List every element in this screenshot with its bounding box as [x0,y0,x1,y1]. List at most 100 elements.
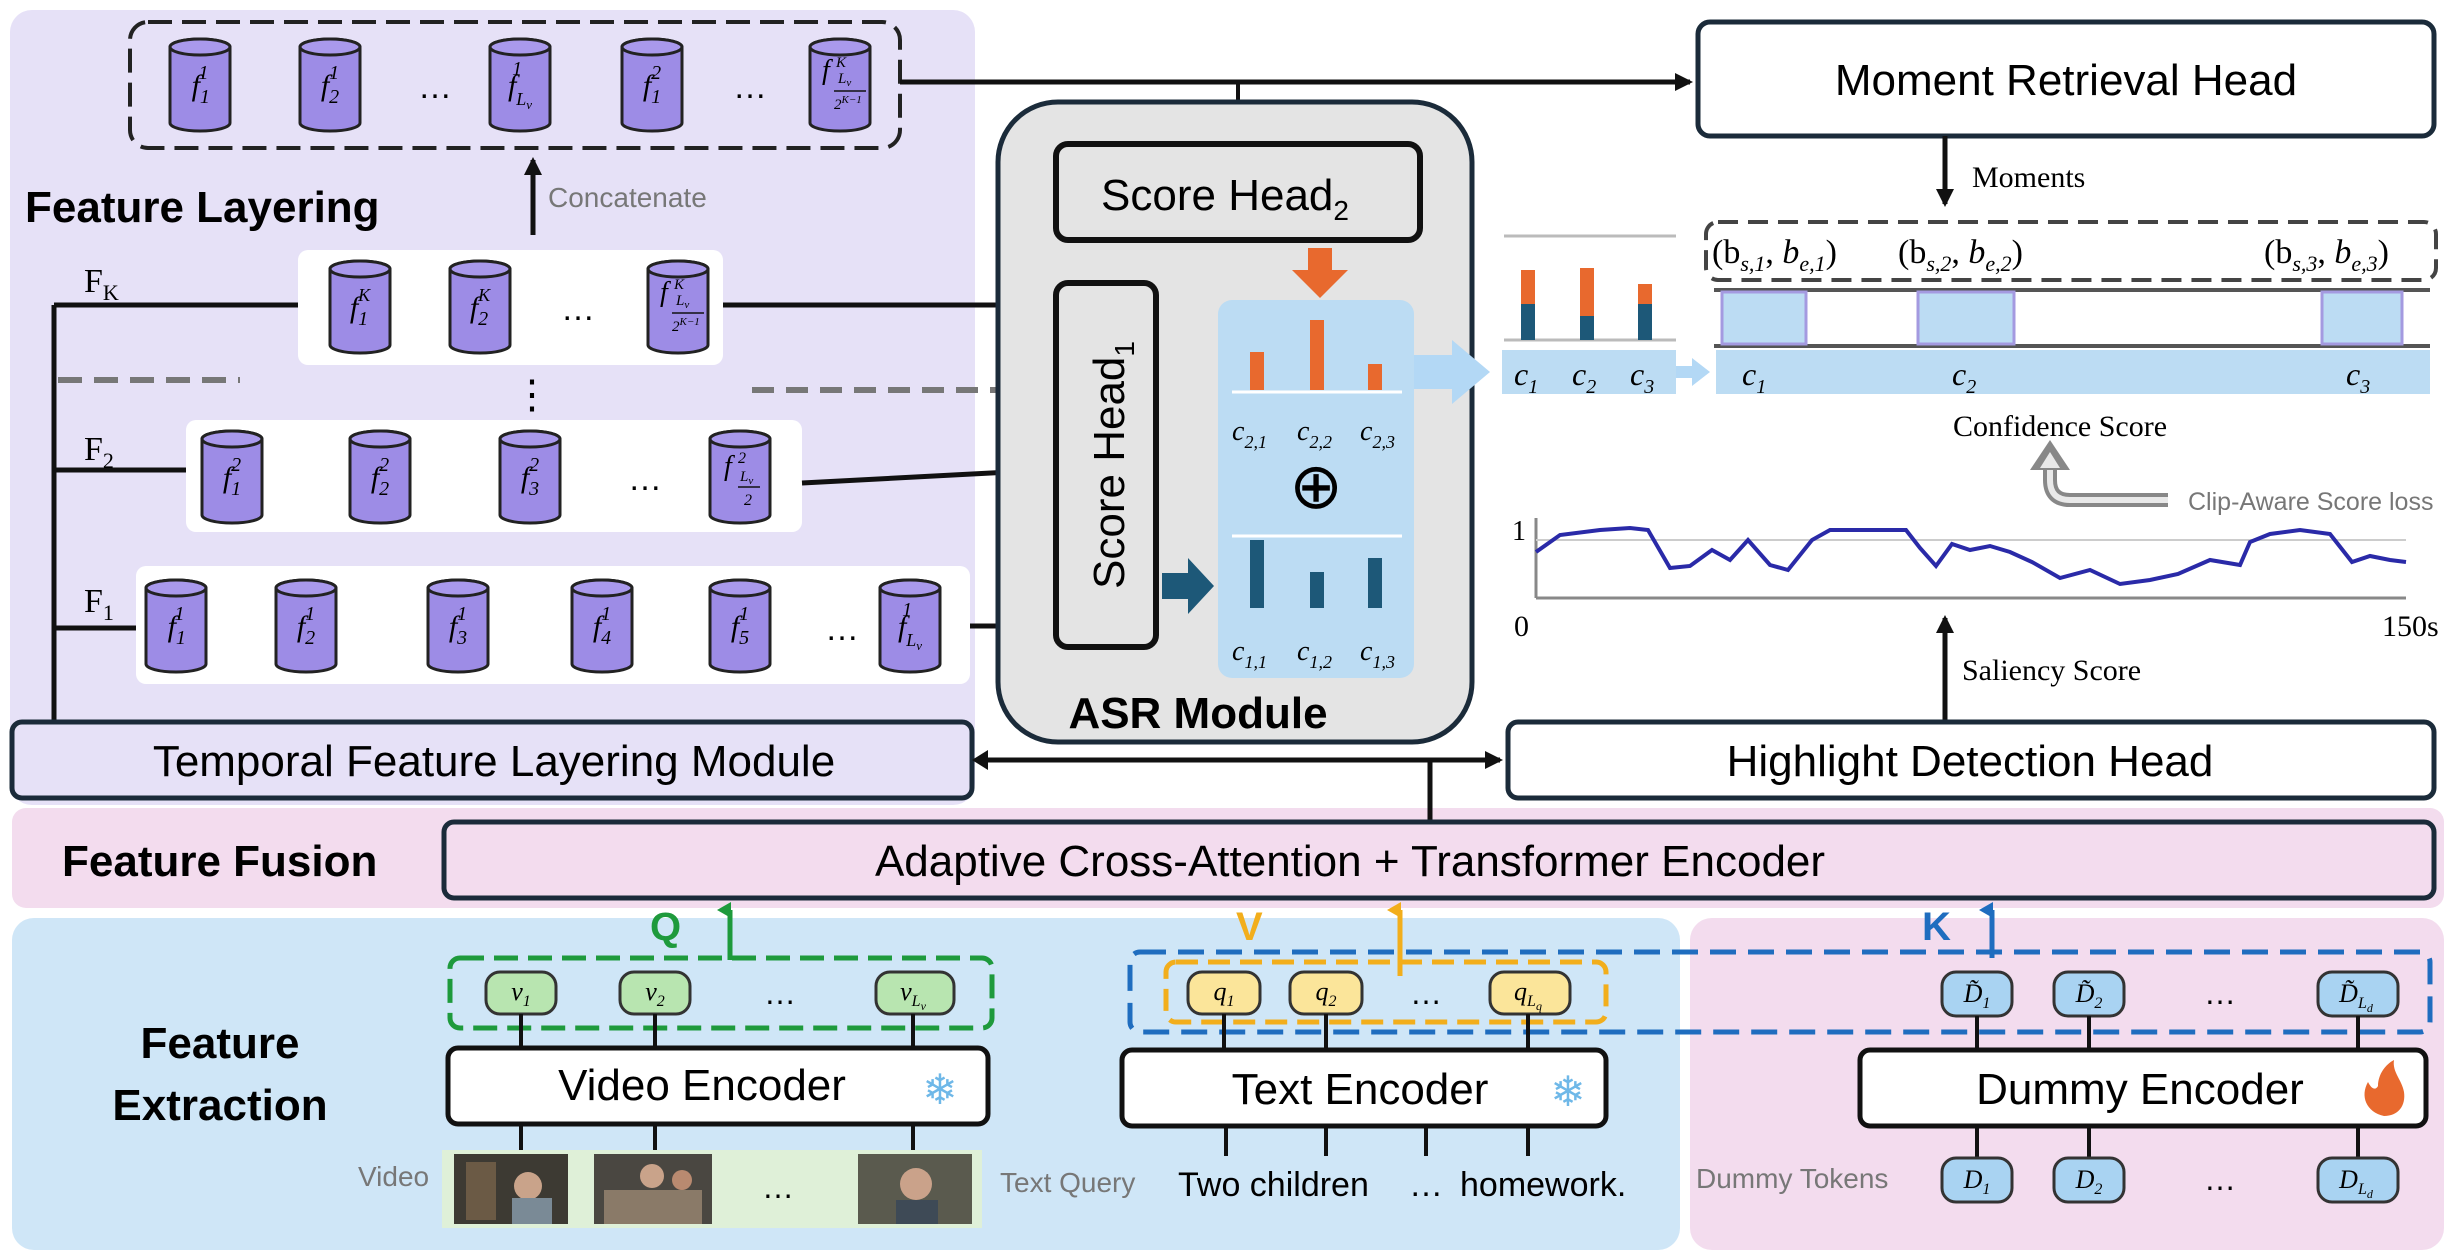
score-head-1 [1053,280,1159,650]
mini-bars [1521,268,1652,340]
dummy-encoder [1857,1047,2429,1129]
f1-token-6: fLv1 [878,578,942,674]
f1-token-1: f11 [144,578,208,674]
text-encoder-label: Text Encoder [1232,1065,1489,1114]
mini-to-strip-arrow [1676,358,1710,386]
moments-label: Moments [1972,161,2085,194]
dummy-encoder-label: Dummy Encoder [1976,1065,2304,1114]
temporal-label: Temporal Feature Layering Module [153,737,835,786]
highlight-label: Highlight Detection Head [1727,737,2214,786]
span-1: (bs,1, be,1) [1712,234,1837,276]
confidence-strip [1716,350,2430,394]
text-frozen-icon: ❄ [1550,1068,1585,1115]
svg-text:f: f [724,451,735,482]
text-query-label: Text Query [1000,1167,1135,1198]
mini-c2-navy [1580,316,1594,340]
moment-segment-3 [2320,290,2404,346]
score-head-2-label: Score Head2 [1101,171,1349,226]
dummy-input-n [2316,1156,2400,1204]
svg-text:2: 2 [744,492,752,509]
f2-token-2: f22 [348,429,412,525]
fk-token-1: f1K [328,259,392,355]
c12-bar [1310,572,1324,608]
video-encoder [445,1045,991,1127]
feature-extraction-title-1: Feature [141,1019,300,1068]
mini-c3-orange [1638,284,1652,304]
svg-text:f2K: f2K [470,285,491,330]
svg-text:2: 2 [738,450,746,467]
video-frame-1 [454,1154,568,1224]
fusion-label: Adaptive Cross-Attention + Transformer E… [875,837,1825,886]
mini-c1-navy [1521,304,1535,340]
timeline-bar [1714,290,2430,346]
moment-segment-1 [1720,290,1808,346]
video-encoder-label: Video Encoder [558,1061,846,1110]
concat-ellipsis-1: … [418,68,452,106]
text-token-ellipsis: … [1410,975,1442,1011]
mini-confidence-strip [1502,350,1676,394]
feature-fusion-title: Feature Fusion [62,837,377,886]
f2-token-1: f12 [200,429,264,525]
concat-token-4: f12 [620,37,684,133]
fk-ellipsis: … [561,290,595,328]
f1-token-2: f21 [274,578,338,674]
concatenate-label: Concatenate [548,182,707,213]
c1-bars [1250,540,1382,608]
concat-ellipsis-2: … [733,68,767,106]
svg-text:f: f [822,55,833,86]
f1-token-4: f41 [570,578,634,674]
score-head-2 [1053,141,1423,243]
f1-token-5: f51 [708,578,772,674]
query-ellipsis: … [1409,1166,1443,1204]
concat-token-1: f11 [168,37,232,133]
text-encoder [1119,1047,1609,1129]
query-word-1: Two children [1178,1166,1369,1204]
concat-token-box [128,20,902,150]
confidence-score-label: Confidence Score [1953,410,2167,443]
f2-label: F2 [84,431,114,473]
layer-vdots: ⋮ [512,373,552,417]
saliency-y-one: 1 [1512,516,1526,547]
row-f2-box [186,420,802,532]
f1-label: F1 [84,583,114,625]
mini-c1-orange [1521,270,1535,304]
feature-extraction-title-2: Extraction [112,1081,327,1130]
k-label: K [1922,905,1951,949]
svg-text:f1K: f1K [350,285,371,330]
video-frame-n [858,1154,972,1224]
video-frame-2 [594,1154,712,1224]
c23-bar [1368,364,1382,390]
asr-output-arrow [1414,340,1490,404]
fk-token-2: f2K [448,259,512,355]
score-panel [1218,300,1414,678]
video-input-label: Video [358,1161,429,1192]
span-2: (bs,2, be,2) [1898,234,2023,276]
dummy-input-1 [1940,1156,2014,1204]
c21-bar [1250,352,1264,390]
saliency-axis-start: 0 [1514,610,1529,643]
video-frame-ellipsis: … [762,1169,794,1205]
saliency-axis-end: 150s [2382,610,2439,643]
f1-ellipsis: … [825,610,859,648]
mini-c2-orange [1580,268,1594,316]
c13-bar [1368,558,1382,608]
svg-text:f: f [660,277,671,308]
moment-retrieval-label: Moment Retrieval Head [1835,56,2297,105]
concat-token-2: f21 [298,37,362,133]
video-token-ellipsis: … [764,975,796,1011]
span-3: (bs,3, be,3) [2264,234,2389,276]
fk-label: FK [84,263,119,305]
f2-token-4: f 2 Lv 2 [708,429,772,525]
oplus-symbol: ⊕ [1289,450,1343,522]
c2-bars [1250,320,1382,390]
video-frozen-icon: ❄ [922,1066,957,1113]
score-head-1-label: Score Head1 [1085,341,1140,589]
f2-token-3: f32 [498,429,562,525]
orange-down-arrow [1292,248,1348,298]
moment-segment-2 [1916,290,2016,346]
clip-loss-label: Clip-Aware Score loss [2188,488,2433,516]
q-label: Q [650,905,681,949]
spans-box [1704,220,2438,282]
c11-bar [1250,540,1264,608]
